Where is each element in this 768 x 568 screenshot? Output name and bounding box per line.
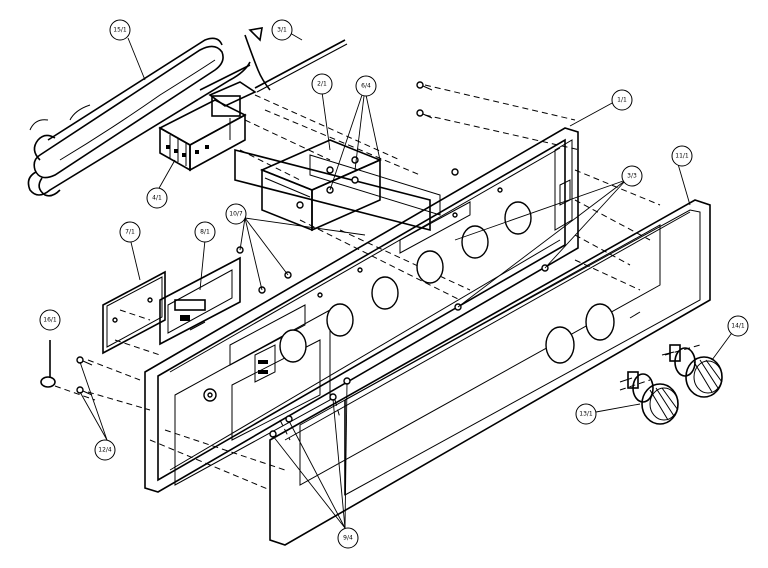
spring-clip xyxy=(40,340,56,388)
callout-6-4: 6/4 xyxy=(355,75,377,97)
callout-16-1: 16/1 xyxy=(39,309,61,331)
callout-1-1: 1/1 xyxy=(611,89,633,111)
callout-10-7-label: 10/7 xyxy=(229,211,243,218)
callout-3-3-label: 3/3 xyxy=(627,173,637,180)
callout-10-7: 10/7 xyxy=(225,203,247,225)
screw-icon xyxy=(416,109,433,119)
callout-15-1: 15/1 xyxy=(109,19,131,41)
circuit-board xyxy=(159,256,241,346)
screw-icon xyxy=(285,415,293,423)
rear-plate xyxy=(102,270,166,355)
callout-9-4-label: 9/4 xyxy=(343,535,353,542)
screw-icon xyxy=(269,430,277,438)
callout-14-1: 14/1 xyxy=(727,315,749,337)
callout-8-1-label: 8/1 xyxy=(200,229,210,236)
screw-icon xyxy=(76,356,93,366)
callout-13-1: 13/1 xyxy=(575,403,597,425)
callout-7-1-label: 7/1 xyxy=(125,229,135,236)
callout-12-4-label: 12/4 xyxy=(98,447,112,454)
callout-1-1-label: 1/1 xyxy=(617,97,627,104)
callout-12-4: 12/4 xyxy=(94,439,116,461)
callout-11-1-label: 11/1 xyxy=(675,153,689,160)
leader-lines xyxy=(79,32,735,529)
knob-14 xyxy=(661,344,723,398)
probe-rod xyxy=(254,39,348,93)
callout-16-1-label: 16/1 xyxy=(43,317,57,324)
mounting-plate xyxy=(234,148,441,232)
screws xyxy=(76,81,549,438)
transformer-harness xyxy=(27,27,271,197)
callout-15-1-label: 15/1 xyxy=(113,27,127,34)
callout-3-1: 3/1 xyxy=(271,19,293,41)
callout-4-1: 4/1 xyxy=(146,187,168,209)
callout-2-1: 2/1 xyxy=(311,73,333,95)
callout-3-3: 3/3 xyxy=(621,165,643,187)
screw-icon xyxy=(76,386,93,396)
callout-9-4: 9/4 xyxy=(337,527,359,549)
main-control-panel xyxy=(144,127,579,493)
bracket-box xyxy=(259,139,383,232)
callout-4-1-label: 4/1 xyxy=(152,195,162,202)
callout-8-1: 8/1 xyxy=(194,221,216,243)
knob-13 xyxy=(619,371,679,425)
callout-14-1-label: 14/1 xyxy=(731,323,745,330)
callout-3-1-label: 3/1 xyxy=(277,27,287,34)
assembly-dash-lines xyxy=(54,84,701,491)
callout-7-1: 7/1 xyxy=(119,221,141,243)
screw-icon xyxy=(416,81,433,91)
relay-block xyxy=(158,81,257,172)
front-overlay xyxy=(269,199,711,546)
callout-2-1-label: 2/1 xyxy=(317,81,327,88)
callout-13-1-label: 13/1 xyxy=(579,411,593,418)
callout-6-4-label: 6/4 xyxy=(361,83,371,90)
callout-11-1: 11/1 xyxy=(671,145,693,167)
screw-icon xyxy=(451,168,459,176)
